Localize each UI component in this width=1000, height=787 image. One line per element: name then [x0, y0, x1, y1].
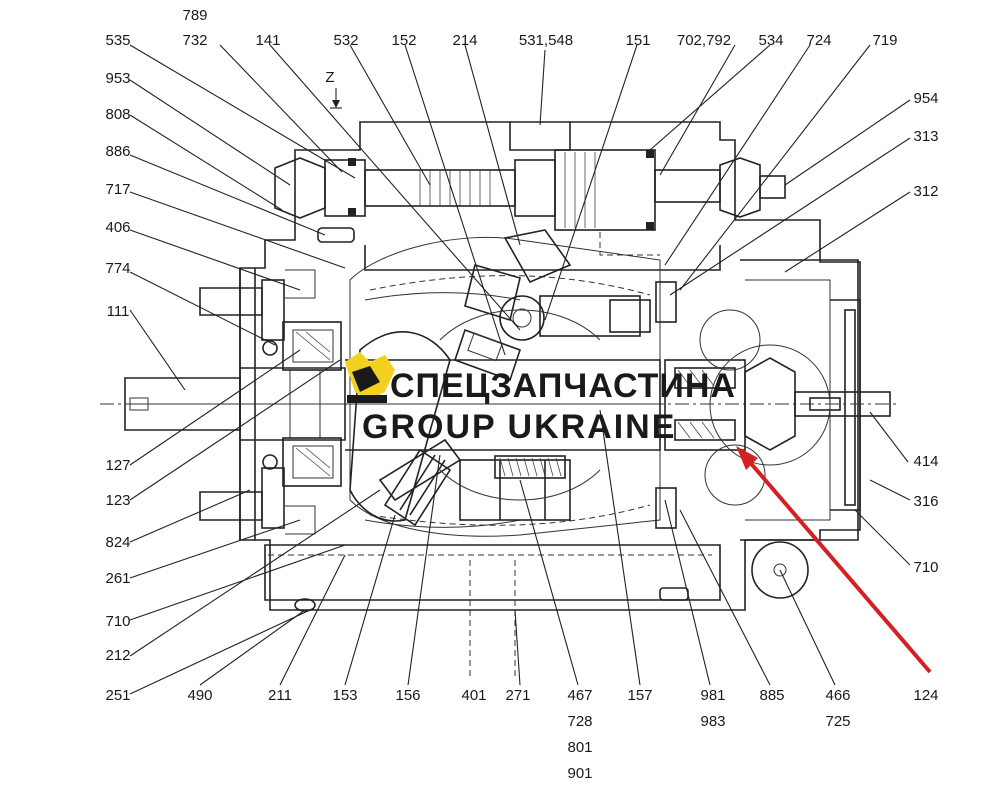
label-127: 127	[105, 457, 130, 474]
label-724: 724	[806, 32, 831, 49]
leader-lines	[129, 44, 911, 695]
label-953: 953	[105, 70, 130, 87]
view-z-marker: Z	[325, 69, 342, 109]
label-123: 123	[105, 492, 130, 509]
label-774: 774	[105, 260, 130, 277]
watermark: СПЕЦЗАПЧАСТИНА GROUP UKRAINE	[345, 352, 736, 446]
label-886: 886	[105, 143, 130, 160]
label-261: 261	[105, 570, 130, 587]
pump-housing	[239, 121, 861, 611]
label-710-left: 710	[105, 613, 130, 630]
label-490: 490	[187, 687, 212, 704]
label-153: 153	[332, 687, 357, 704]
watermark-logo-icon	[345, 352, 395, 403]
label-901: 901	[567, 765, 592, 782]
watermark-line1: СПЕЦЗАПЧАСТИНА	[390, 367, 736, 405]
label-732: 732	[182, 32, 207, 49]
label-710-right: 710	[913, 559, 938, 576]
regulator-rod-assembly	[274, 149, 786, 256]
label-414: 414	[913, 453, 938, 470]
label-156: 156	[395, 687, 420, 704]
label-535: 535	[105, 32, 130, 49]
label-725: 725	[825, 713, 850, 730]
label-271: 271	[505, 687, 530, 704]
label-534: 534	[758, 32, 783, 49]
label-401: 401	[461, 687, 486, 704]
label-981: 981	[700, 687, 725, 704]
label-531-548: 531,548	[519, 32, 573, 49]
label-152: 152	[391, 32, 416, 49]
label-111: 111	[107, 303, 130, 320]
view-z-label: Z	[325, 69, 334, 86]
highlight-arrow	[736, 446, 932, 674]
label-316: 316	[913, 493, 938, 510]
label-214: 214	[452, 32, 477, 49]
label-466: 466	[825, 687, 850, 704]
callout-labels: 789 535 732 141 532 152 214 531,548 151 …	[105, 7, 938, 782]
label-801: 801	[567, 739, 592, 756]
label-954: 954	[913, 90, 938, 107]
label-251: 251	[105, 687, 130, 704]
watermark-line2: GROUP UKRAINE	[362, 408, 676, 446]
label-212: 212	[105, 647, 130, 664]
label-702-792: 702,792	[677, 32, 731, 49]
front-bearing	[199, 269, 342, 535]
label-157: 157	[627, 687, 652, 704]
rear-bearing-assembly	[655, 281, 891, 601]
label-885: 885	[759, 687, 784, 704]
bottom-drain	[294, 560, 516, 680]
label-312: 312	[913, 183, 938, 200]
label-467: 467	[567, 687, 592, 704]
label-824: 824	[105, 534, 130, 551]
label-141: 141	[255, 32, 280, 49]
label-789: 789	[182, 7, 207, 24]
label-124: 124	[913, 687, 938, 704]
label-717: 717	[105, 181, 130, 198]
label-728: 728	[567, 713, 592, 730]
label-313: 313	[913, 128, 938, 145]
label-211: 211	[268, 687, 292, 704]
label-983: 983	[700, 713, 725, 730]
label-808: 808	[105, 106, 130, 123]
swash-plate-assembly	[349, 229, 651, 527]
label-151: 151	[625, 32, 650, 49]
label-532: 532	[333, 32, 358, 49]
label-719: 719	[872, 32, 897, 49]
label-406: 406	[105, 219, 130, 236]
